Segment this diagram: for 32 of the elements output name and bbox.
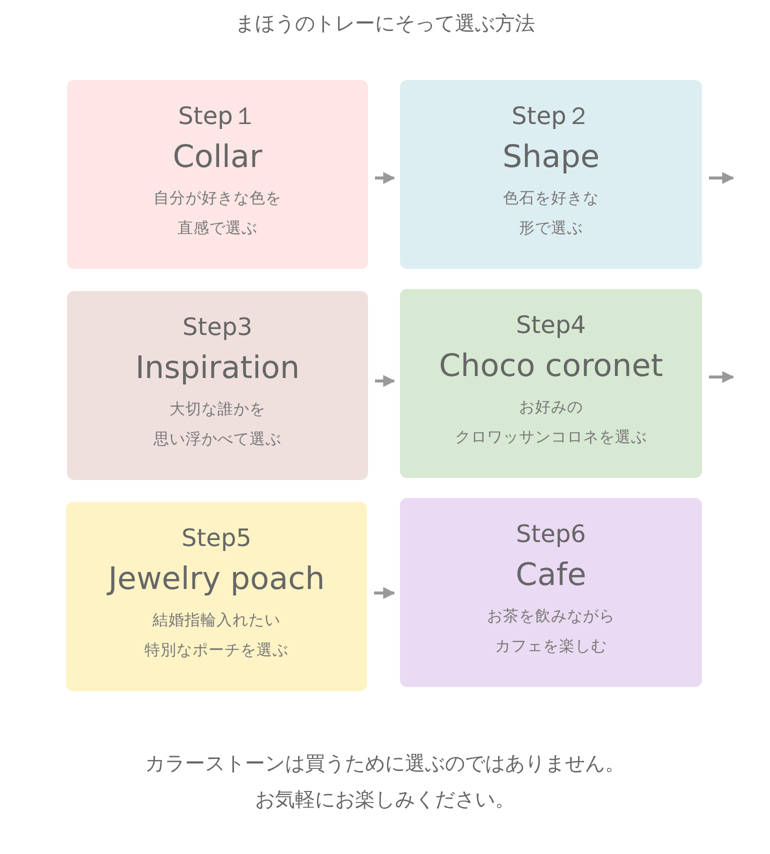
step-card: [400, 289, 702, 478]
step-title: Choco coronet: [438, 351, 664, 382]
step-title: Cafe: [516, 560, 586, 591]
step-description: お好みのクロワッサンコロネを選ぶ: [455, 397, 647, 448]
step-title: Inspiration: [135, 353, 300, 384]
step-description: 大切な誰かを思い浮かべて選ぶ: [154, 399, 282, 450]
step-card: [400, 498, 702, 687]
step-description: 自分が好きな色を直感で選ぶ: [154, 188, 282, 239]
step-card: [66, 502, 367, 691]
step-title: Jewelry poach: [108, 564, 325, 595]
arrow: [709, 371, 734, 383]
arrow: [375, 172, 396, 184]
step-title: Collar: [172, 142, 262, 173]
step-label: Step２: [512, 104, 590, 128]
note-text: お気軽にお楽しみください。: [255, 786, 515, 813]
step-label: Step6: [516, 522, 586, 546]
step-description: 結婚指輪入れたい特別なポーチを選ぶ: [144, 610, 288, 661]
step-card: [67, 291, 368, 480]
step-card: [400, 80, 702, 269]
step-card: [67, 80, 368, 269]
step-title: Shape: [502, 142, 600, 173]
arrow: [374, 587, 396, 599]
step-label: Step3: [182, 315, 252, 339]
step-label: Step１: [178, 104, 257, 128]
diagram-title: まほうのトレーにそって選ぶ方法: [235, 10, 535, 37]
step-label: Step5: [182, 526, 252, 550]
arrow: [375, 375, 396, 387]
step-description: お茶を飲みながらカフェを楽しむ: [487, 606, 615, 657]
step-description: 色石を好きな形で選ぶ: [503, 188, 599, 239]
note-text: カラーストーンは買うために選ぶのではありません。: [145, 750, 625, 777]
step-label: Step4: [516, 313, 586, 337]
arrow: [709, 172, 734, 184]
